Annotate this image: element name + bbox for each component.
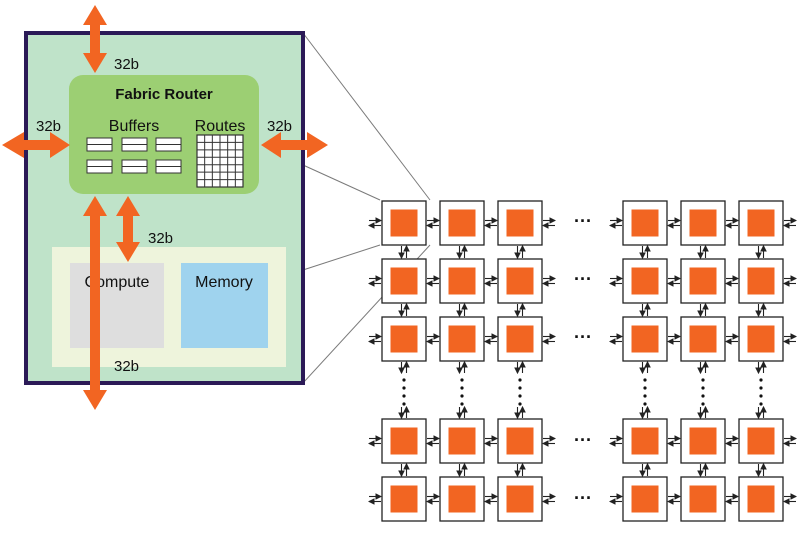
tile-detail: Compute Memory Fabric Router Buffers Rou… bbox=[2, 5, 328, 410]
arrow-south bbox=[83, 362, 107, 410]
pe-core bbox=[747, 325, 775, 353]
pe-core bbox=[448, 267, 476, 295]
pe-tile bbox=[439, 476, 485, 522]
bw-inner-label: 32b bbox=[148, 230, 173, 247]
buffers-label: Buffers bbox=[109, 118, 159, 135]
pe-core bbox=[506, 325, 534, 353]
routes-label: Routes bbox=[195, 118, 246, 135]
bw-top-label: 32b bbox=[114, 56, 139, 73]
grid-vertical-ellipses bbox=[402, 378, 763, 406]
pe-core bbox=[448, 427, 476, 455]
pe-core bbox=[506, 485, 534, 513]
vertical-ellipsis-dot bbox=[402, 386, 406, 390]
memory-label: Memory bbox=[195, 274, 253, 291]
pe-core bbox=[390, 485, 418, 513]
pe-core bbox=[506, 209, 534, 237]
pe-core bbox=[747, 485, 775, 513]
arrow-west bbox=[2, 132, 70, 158]
pe-core bbox=[631, 267, 659, 295]
pe-core bbox=[747, 267, 775, 295]
grid-ellipses: ··· ··· ··· ··· ··· bbox=[574, 211, 592, 508]
ellipsis-row-5: ··· bbox=[574, 488, 592, 508]
pe-core bbox=[689, 267, 717, 295]
arrow-router-compute bbox=[116, 196, 140, 262]
pe-core bbox=[689, 325, 717, 353]
vertical-ellipsis-dot bbox=[701, 386, 705, 390]
vertical-ellipsis-dot bbox=[759, 378, 763, 382]
vertical-ellipsis-dot bbox=[518, 394, 522, 398]
vertical-ellipsis-dot bbox=[402, 378, 406, 382]
vertical-ellipsis-dot bbox=[460, 386, 464, 390]
bw-bottom-label: 32b bbox=[114, 358, 139, 375]
pe-core bbox=[390, 267, 418, 295]
pe-core bbox=[448, 485, 476, 513]
vertical-ellipsis-dot bbox=[643, 402, 647, 406]
pe-core bbox=[689, 485, 717, 513]
vertical-ellipsis-dot bbox=[460, 378, 464, 382]
vertical-ellipsis-dot bbox=[701, 402, 705, 406]
pe-core bbox=[448, 209, 476, 237]
vertical-ellipsis-dot bbox=[460, 394, 464, 398]
ellipsis-row-2: ··· bbox=[574, 269, 592, 289]
vertical-ellipsis-dot bbox=[701, 378, 705, 382]
vertical-ellipsis-dot bbox=[759, 386, 763, 390]
vertical-ellipsis-dot bbox=[518, 386, 522, 390]
pe-core bbox=[747, 427, 775, 455]
arrow-north bbox=[83, 5, 107, 73]
pe-core bbox=[689, 209, 717, 237]
vertical-ellipsis-dot bbox=[701, 394, 705, 398]
pe-core bbox=[631, 427, 659, 455]
vertical-ellipsis-dot bbox=[518, 402, 522, 406]
io-arrows bbox=[2, 5, 328, 410]
pe-tile bbox=[738, 476, 784, 522]
buffers-icon bbox=[86, 137, 182, 174]
pe-core bbox=[448, 325, 476, 353]
ellipsis-row-1: ··· bbox=[574, 211, 592, 231]
pe-core bbox=[631, 325, 659, 353]
vertical-ellipsis-dot bbox=[759, 394, 763, 398]
router-title: Fabric Router bbox=[115, 86, 213, 103]
vertical-ellipsis-dot bbox=[402, 394, 406, 398]
vertical-ellipsis-dot bbox=[518, 378, 522, 382]
pe-core bbox=[689, 427, 717, 455]
memory-box bbox=[181, 263, 268, 348]
pe-core bbox=[506, 267, 534, 295]
ellipsis-row-4: ··· bbox=[574, 430, 592, 450]
vertical-ellipsis-dot bbox=[759, 402, 763, 406]
vertical-ellipsis-dot bbox=[643, 386, 647, 390]
vertical-ellipsis-dot bbox=[643, 378, 647, 382]
compute-box bbox=[70, 263, 164, 348]
arrow-compute-to-router bbox=[83, 196, 107, 362]
bw-left-label: 32b bbox=[36, 118, 61, 135]
routes-table-icon bbox=[196, 134, 244, 188]
pe-core bbox=[390, 427, 418, 455]
pe-core bbox=[390, 209, 418, 237]
pe-core bbox=[631, 209, 659, 237]
pe-core bbox=[747, 209, 775, 237]
vertical-ellipsis-dot bbox=[643, 394, 647, 398]
vertical-ellipsis-dot bbox=[460, 402, 464, 406]
bw-right-label: 32b bbox=[267, 118, 292, 135]
pe-core bbox=[631, 485, 659, 513]
arrow-east bbox=[261, 132, 328, 158]
pe-grid bbox=[367, 200, 798, 522]
compute-label: Compute bbox=[85, 274, 150, 291]
vertical-ellipsis-dot bbox=[402, 402, 406, 406]
pe-core bbox=[506, 427, 534, 455]
ellipsis-row-3: ··· bbox=[574, 327, 592, 347]
pe-core bbox=[390, 325, 418, 353]
